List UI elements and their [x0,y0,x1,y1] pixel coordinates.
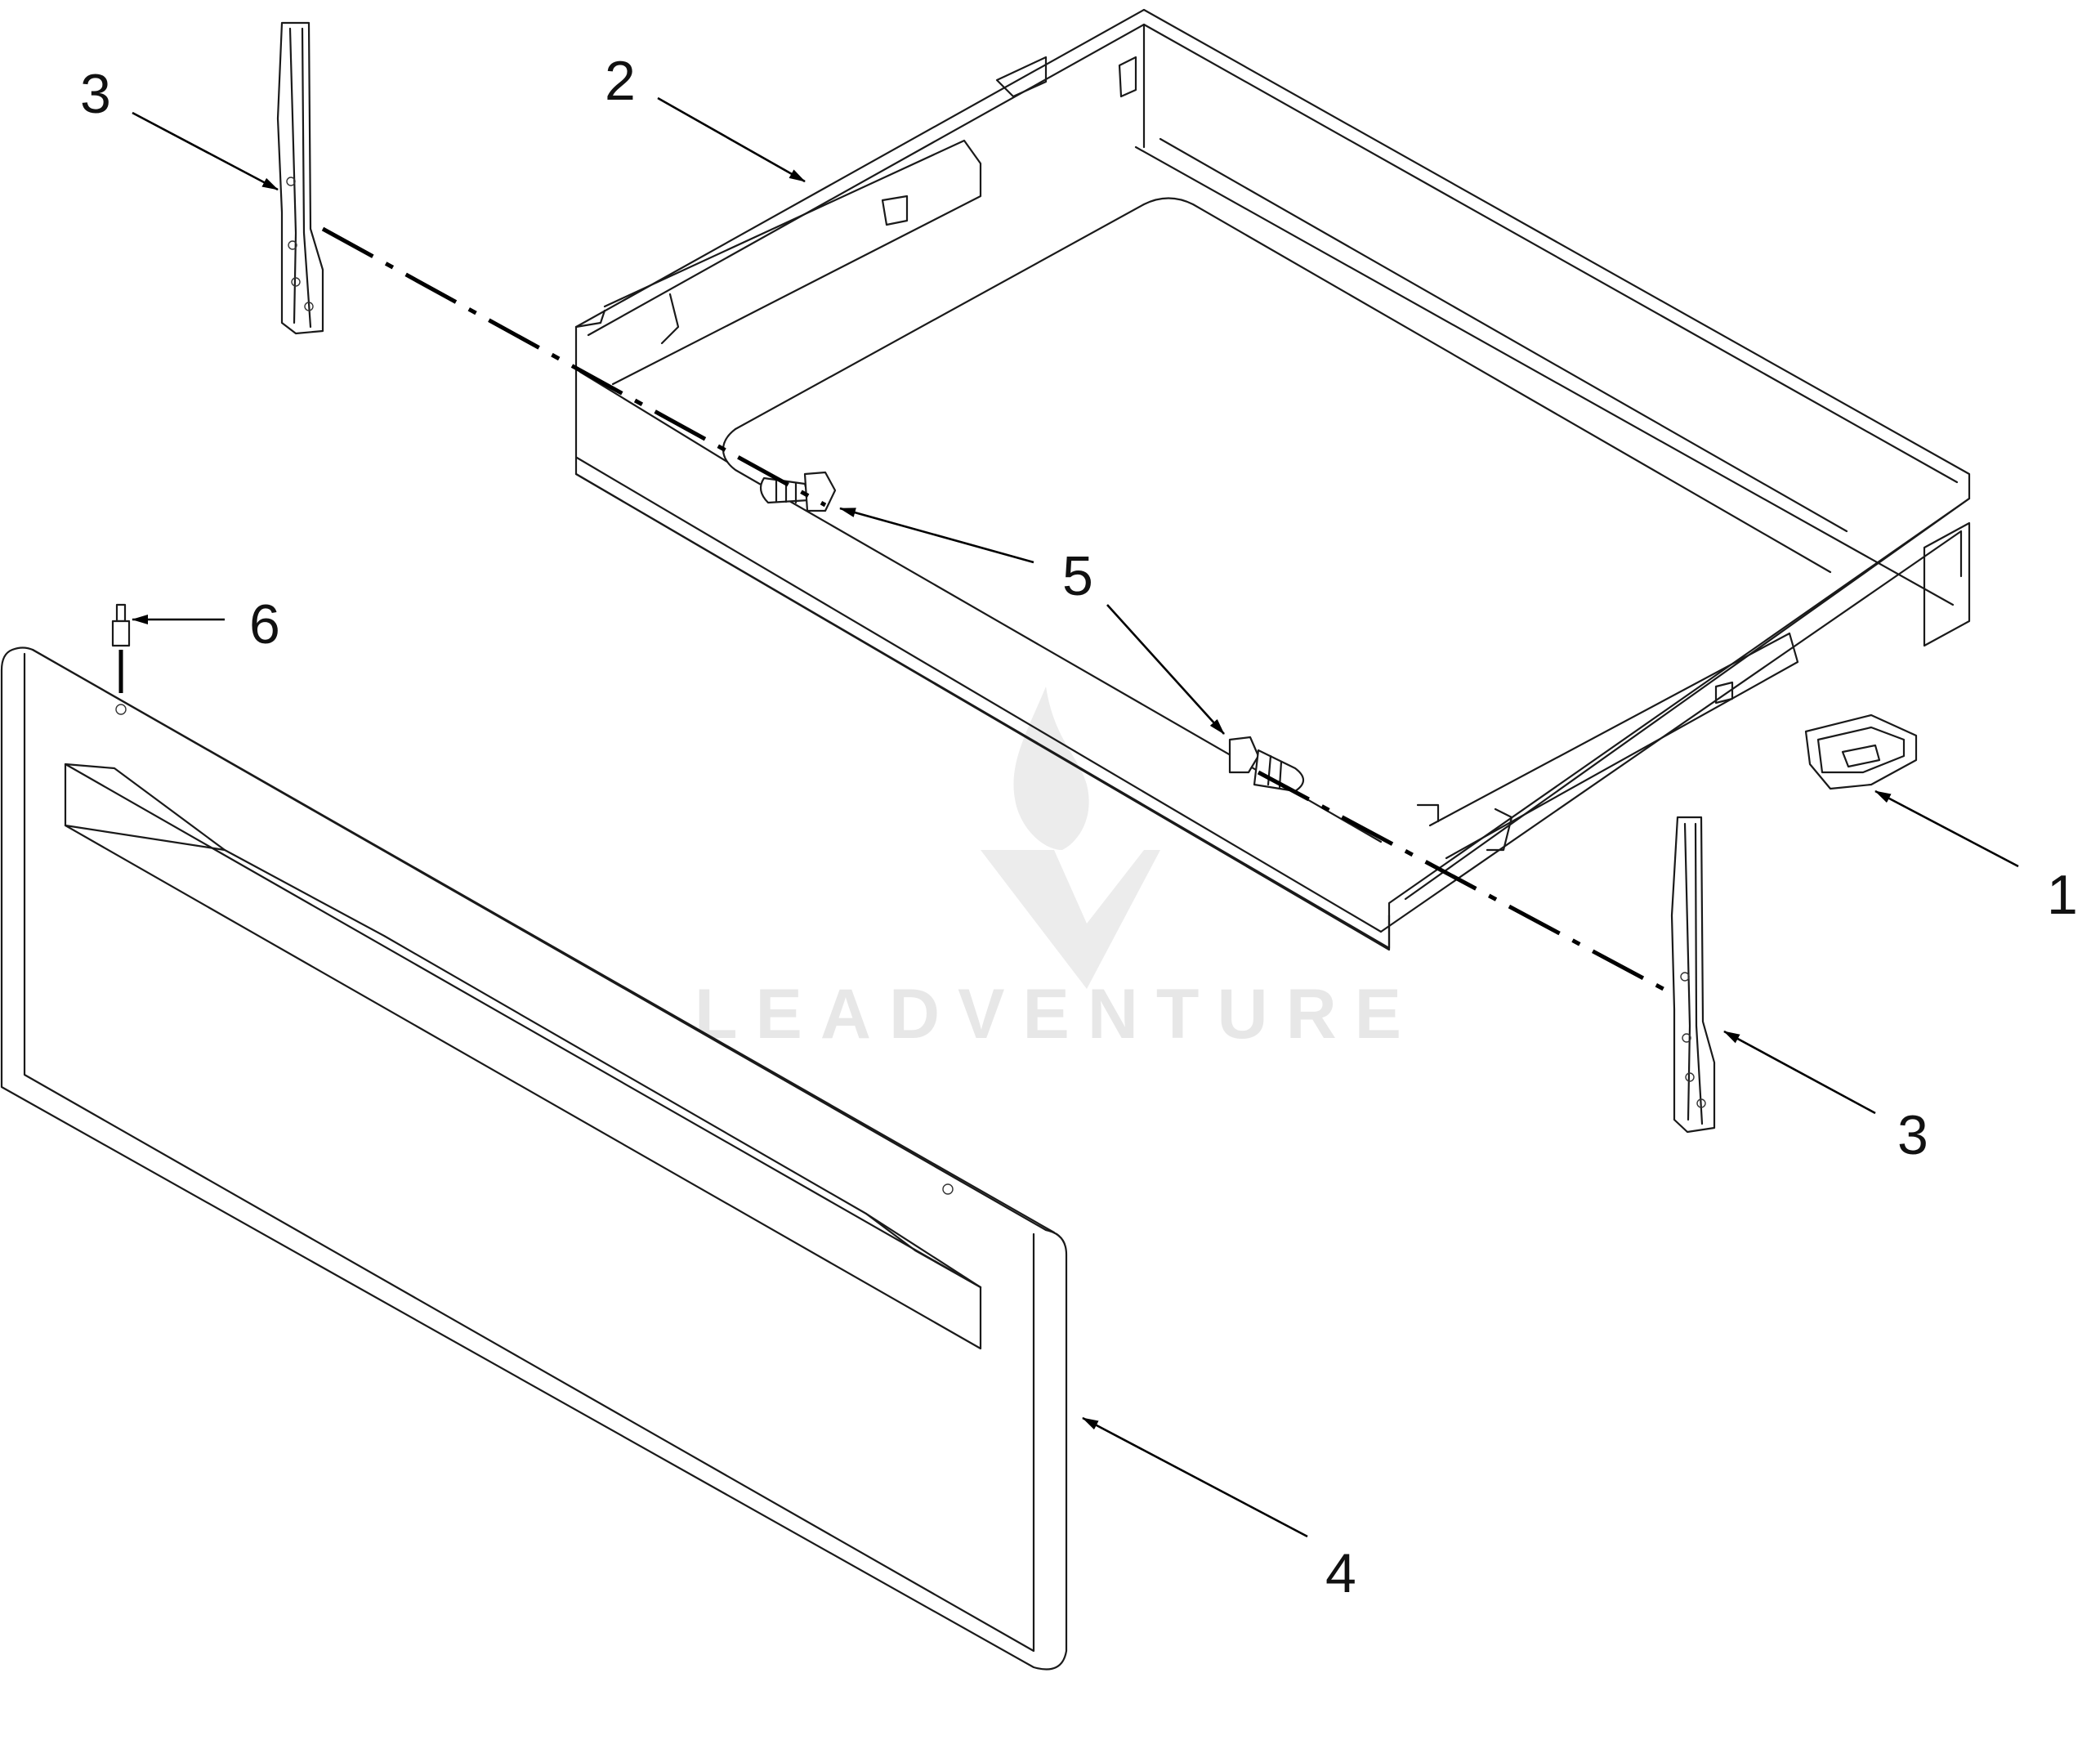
drawer-box [574,8,1971,951]
v-mark-icon [981,850,1160,989]
callout-5: 5 [1062,545,1093,607]
assembly-centerlines [118,226,1673,995]
leader-lines [132,96,2019,1538]
callout-1: 1 [2047,864,2078,926]
leader-5a [839,507,1034,564]
leader-2 [657,96,806,183]
drawer-clip [1804,713,1918,790]
flame-icon [1013,687,1089,850]
pin-screw [111,603,131,647]
leader-5b [1106,604,1225,735]
callout-2: 2 [605,50,636,112]
leader-3a [132,111,279,191]
drawer-front-panel [0,646,1068,1671]
callout-3-left: 3 [80,63,111,125]
leader-4 [1082,1416,1308,1538]
leader-1 [1874,790,2019,868]
leader-3b [1723,1030,1876,1115]
watermark-text: LEADVENTURE [695,975,1419,1053]
screw-left [759,471,837,512]
side-bracket-left [276,21,324,335]
callout-6: 6 [249,593,280,655]
side-bracket-right [1670,816,1716,1134]
callout-4: 4 [1325,1542,1356,1604]
watermark-logo: LEADVENTURE [695,687,1419,1053]
callout-labels: 1 2 3 3 4 5 6 [80,50,2078,1604]
callout-3-right: 3 [1897,1104,1928,1166]
